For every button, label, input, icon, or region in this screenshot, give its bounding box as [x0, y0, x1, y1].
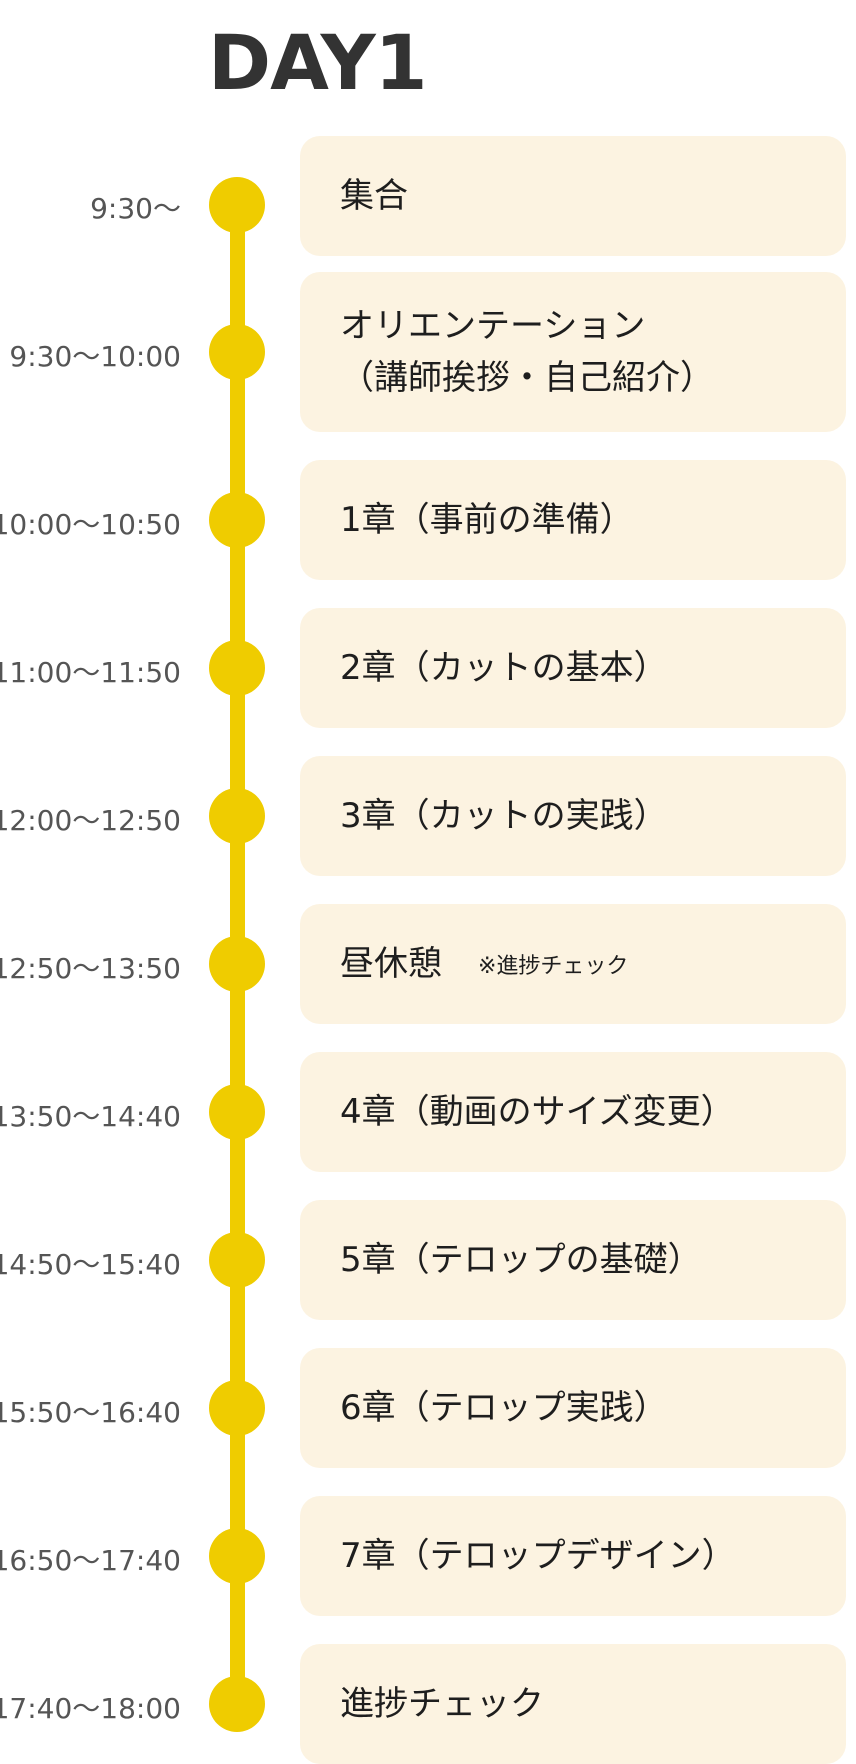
timeline-dot: [209, 788, 265, 844]
schedule-label: 1章（事前の準備）: [340, 500, 634, 540]
timeline-dot: [209, 1380, 265, 1436]
time-label: 15:50〜16:40: [0, 1396, 181, 1429]
schedule-label: 4章（動画のサイズ変更）: [340, 1092, 735, 1132]
schedule-card: オリエンテーション （講師挨拶・自己紹介）: [300, 272, 846, 432]
schedule-card: 7章（テロップデザイン）: [300, 1496, 846, 1616]
schedule-card: 4章（動画のサイズ変更）: [300, 1052, 846, 1172]
schedule-label: 昼休憩: [340, 944, 442, 984]
timeline-dot: [209, 324, 265, 380]
time-label: 11:00〜11:50: [0, 656, 181, 689]
time-label: 9:30〜10:00: [9, 340, 181, 373]
schedule-label: オリエンテーション （講師挨拶・自己紹介）: [340, 306, 714, 398]
schedule-card: 6章（テロップ実践）: [300, 1348, 846, 1468]
schedule-card: 2章（カットの基本）: [300, 608, 846, 728]
time-label: 17:40〜18:00: [0, 1692, 181, 1725]
schedule-label: 2章（カットの基本）: [340, 648, 668, 688]
schedule-card: 集合: [300, 136, 846, 256]
timeline-dot: [209, 640, 265, 696]
timeline-dot: [209, 492, 265, 548]
time-label: 10:00〜10:50: [0, 508, 181, 541]
timeline-dot: [209, 1084, 265, 1140]
schedule-label: 進捗チェック: [340, 1684, 544, 1724]
time-label: 12:00〜12:50: [0, 804, 181, 837]
schedule-card: 進捗チェック: [300, 1644, 846, 1764]
schedule-card: 1章（事前の準備）: [300, 460, 846, 580]
schedule-card: 5章（テロップの基礎）: [300, 1200, 846, 1320]
time-label: 16:50〜17:40: [0, 1544, 181, 1577]
timeline-dot: [209, 177, 265, 233]
time-label: 13:50〜14:40: [0, 1100, 181, 1133]
schedule-card: 昼休憩 ※進捗チェック: [300, 904, 846, 1024]
timeline-dot: [209, 1676, 265, 1732]
timeline-dot: [209, 936, 265, 992]
schedule-note: ※進捗チェック: [478, 954, 629, 979]
day-title: DAY1: [208, 18, 428, 107]
timeline-dot: [209, 1528, 265, 1584]
schedule-card: 3章（カットの実践）: [300, 756, 846, 876]
schedule-label: 6章（テロップ実践）: [340, 1388, 668, 1428]
time-label: 12:50〜13:50: [0, 952, 181, 985]
time-label: 14:50〜15:40: [0, 1248, 181, 1281]
timeline-dot: [209, 1232, 265, 1288]
schedule-label: 7章（テロップデザイン）: [340, 1536, 736, 1576]
schedule-label: 5章（テロップの基礎）: [340, 1240, 702, 1280]
schedule-label: 集合: [340, 176, 408, 216]
schedule-label: 3章（カットの実践）: [340, 796, 668, 836]
time-label: 9:30〜: [90, 192, 181, 225]
